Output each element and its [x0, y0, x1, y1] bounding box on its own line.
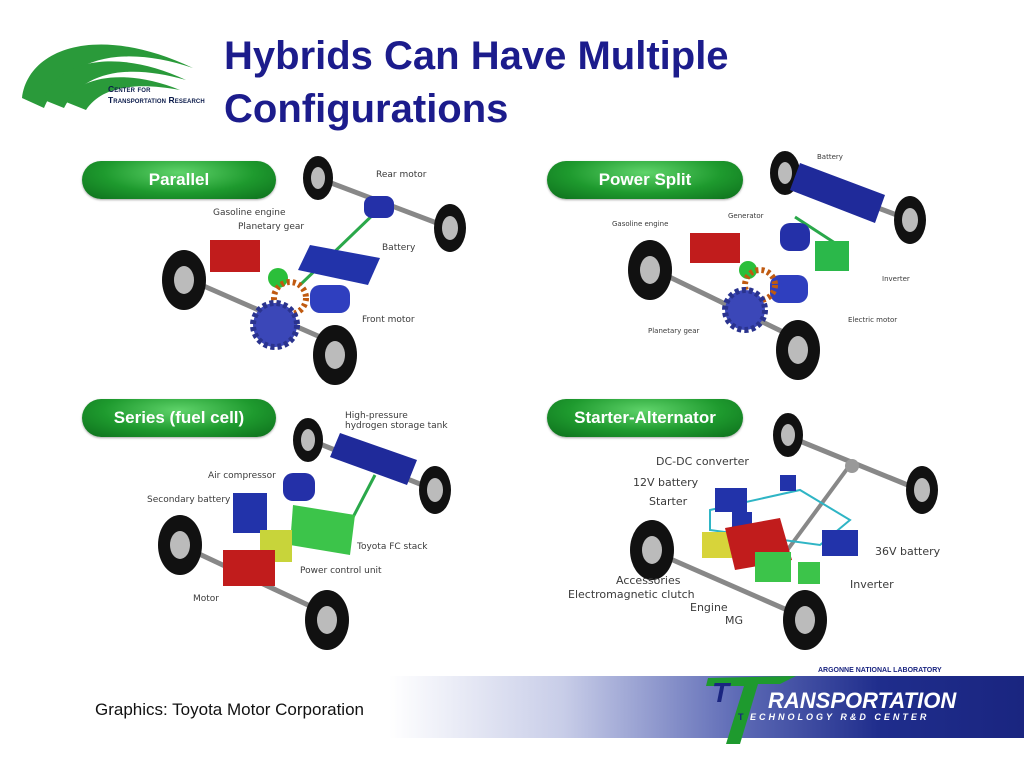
graphics-credit: Graphics: Toyota Motor Corporation: [95, 700, 364, 719]
power-split-label-engine: Gasoline engine: [612, 220, 668, 228]
sa-label-starter: Starter: [649, 495, 688, 508]
power-split-label-planetary-gear: Planetary gear: [648, 327, 700, 335]
parallel-label-rear-motor: Rear motor: [376, 170, 427, 180]
sa-label-12v: 12V battery: [633, 476, 699, 489]
series-diagram: High-pressure hydrogen storage tank Air …: [147, 411, 451, 650]
sa-mg: [755, 552, 791, 582]
label-power-split: Power Split: [547, 161, 743, 199]
series-label-fc-stack: Toyota FC stack: [356, 542, 428, 552]
sa-inverter: [798, 562, 820, 584]
ctr-logo: [18, 28, 228, 118]
parallel-label-engine: Gasoline engine: [213, 208, 286, 218]
parallel-diagram: Rear motor Gasoline engine Planetary gea…: [162, 156, 466, 385]
power-split-inverter: [815, 241, 849, 271]
power-split-electric-motor: [770, 275, 808, 303]
label-starter-alternator: Starter-Alternator: [547, 399, 743, 437]
sa-label-inverter: Inverter: [850, 578, 894, 591]
series-hydrogen-tank: [330, 433, 417, 485]
sa-label-engine: Engine: [690, 601, 728, 614]
series-secondary-battery: [233, 493, 267, 533]
label-series: Series (fuel cell): [82, 399, 276, 437]
title-line-2: Configurations: [224, 87, 509, 131]
label-parallel: Parallel: [82, 161, 276, 199]
power-split-label-battery: Battery: [817, 153, 843, 161]
power-split-diagram: Battery Generator Gasoline engine Invert…: [612, 151, 926, 380]
series-motor: [223, 550, 275, 586]
sa-label-mg: MG: [725, 614, 743, 627]
sa-dcdc-converter: [780, 475, 796, 491]
sa-36v-battery: [822, 530, 858, 556]
power-split-engine: [690, 233, 740, 263]
ctr-logo-line2: Transportation Research: [108, 95, 205, 105]
starter-alternator-diagram: DC-DC converter 12V battery Starter 36V …: [568, 413, 941, 650]
ctr-logo-text: Center for Transportation Research: [108, 84, 205, 106]
power-split-label-electric-motor: Electric motor: [848, 316, 897, 324]
series-label-motor: Motor: [193, 594, 219, 604]
logo-transportation: RANSPORTATION: [768, 688, 957, 713]
sa-label-accessories: Accessories: [616, 574, 681, 587]
sa-label-clutch: Electromagnetic clutch: [568, 588, 695, 601]
series-fc-stack: [290, 505, 355, 555]
parallel-label-planetary: Planetary gear: [238, 222, 304, 232]
parallel-battery: [298, 245, 380, 285]
slide-title: Hybrids Can Have Multiple Configurations: [224, 30, 864, 136]
parallel-label-battery: Battery: [382, 243, 416, 253]
power-split-label-generator: Generator: [728, 212, 764, 220]
transportation-logo: ARGONNE NATIONAL LABORATORY T RANSPORTAT…: [704, 666, 982, 744]
parallel-label-front-motor: Front motor: [362, 315, 415, 325]
logo-initial-top: T: [712, 677, 732, 708]
sa-label-dcdc: DC-DC converter: [656, 455, 749, 468]
footer-band: [0, 676, 1024, 738]
parallel-engine: [210, 240, 260, 272]
ctr-logo-line1: Center for: [108, 84, 151, 94]
logo-tech-center: ECHNOLOGY R&D CENTER: [750, 712, 929, 722]
series-label-secondary-battery: Secondary battery: [147, 495, 231, 505]
series-label-pcu: Power control unit: [300, 566, 382, 576]
parallel-planetary-gear: [268, 268, 288, 288]
series-label-air-compressor: Air compressor: [208, 471, 276, 481]
series-label-hp: High-pressure: [345, 411, 408, 421]
sa-12v-battery: [715, 488, 747, 512]
power-split-battery: [790, 163, 885, 223]
logo-argonne: ARGONNE NATIONAL LABORATORY: [818, 667, 942, 674]
series-air-compressor: [283, 473, 315, 501]
series-label-hydrogen: hydrogen storage tank: [345, 421, 448, 431]
parallel-front-motor: [310, 285, 350, 313]
sa-label-36v: 36V battery: [875, 545, 941, 558]
logo-initial-bottom: T: [738, 712, 744, 722]
power-split-label-inverter: Inverter: [882, 275, 910, 283]
power-split-generator: [780, 223, 810, 251]
title-line-1: Hybrids Can Have Multiple: [224, 34, 729, 78]
parallel-rear-motor: [364, 196, 394, 218]
